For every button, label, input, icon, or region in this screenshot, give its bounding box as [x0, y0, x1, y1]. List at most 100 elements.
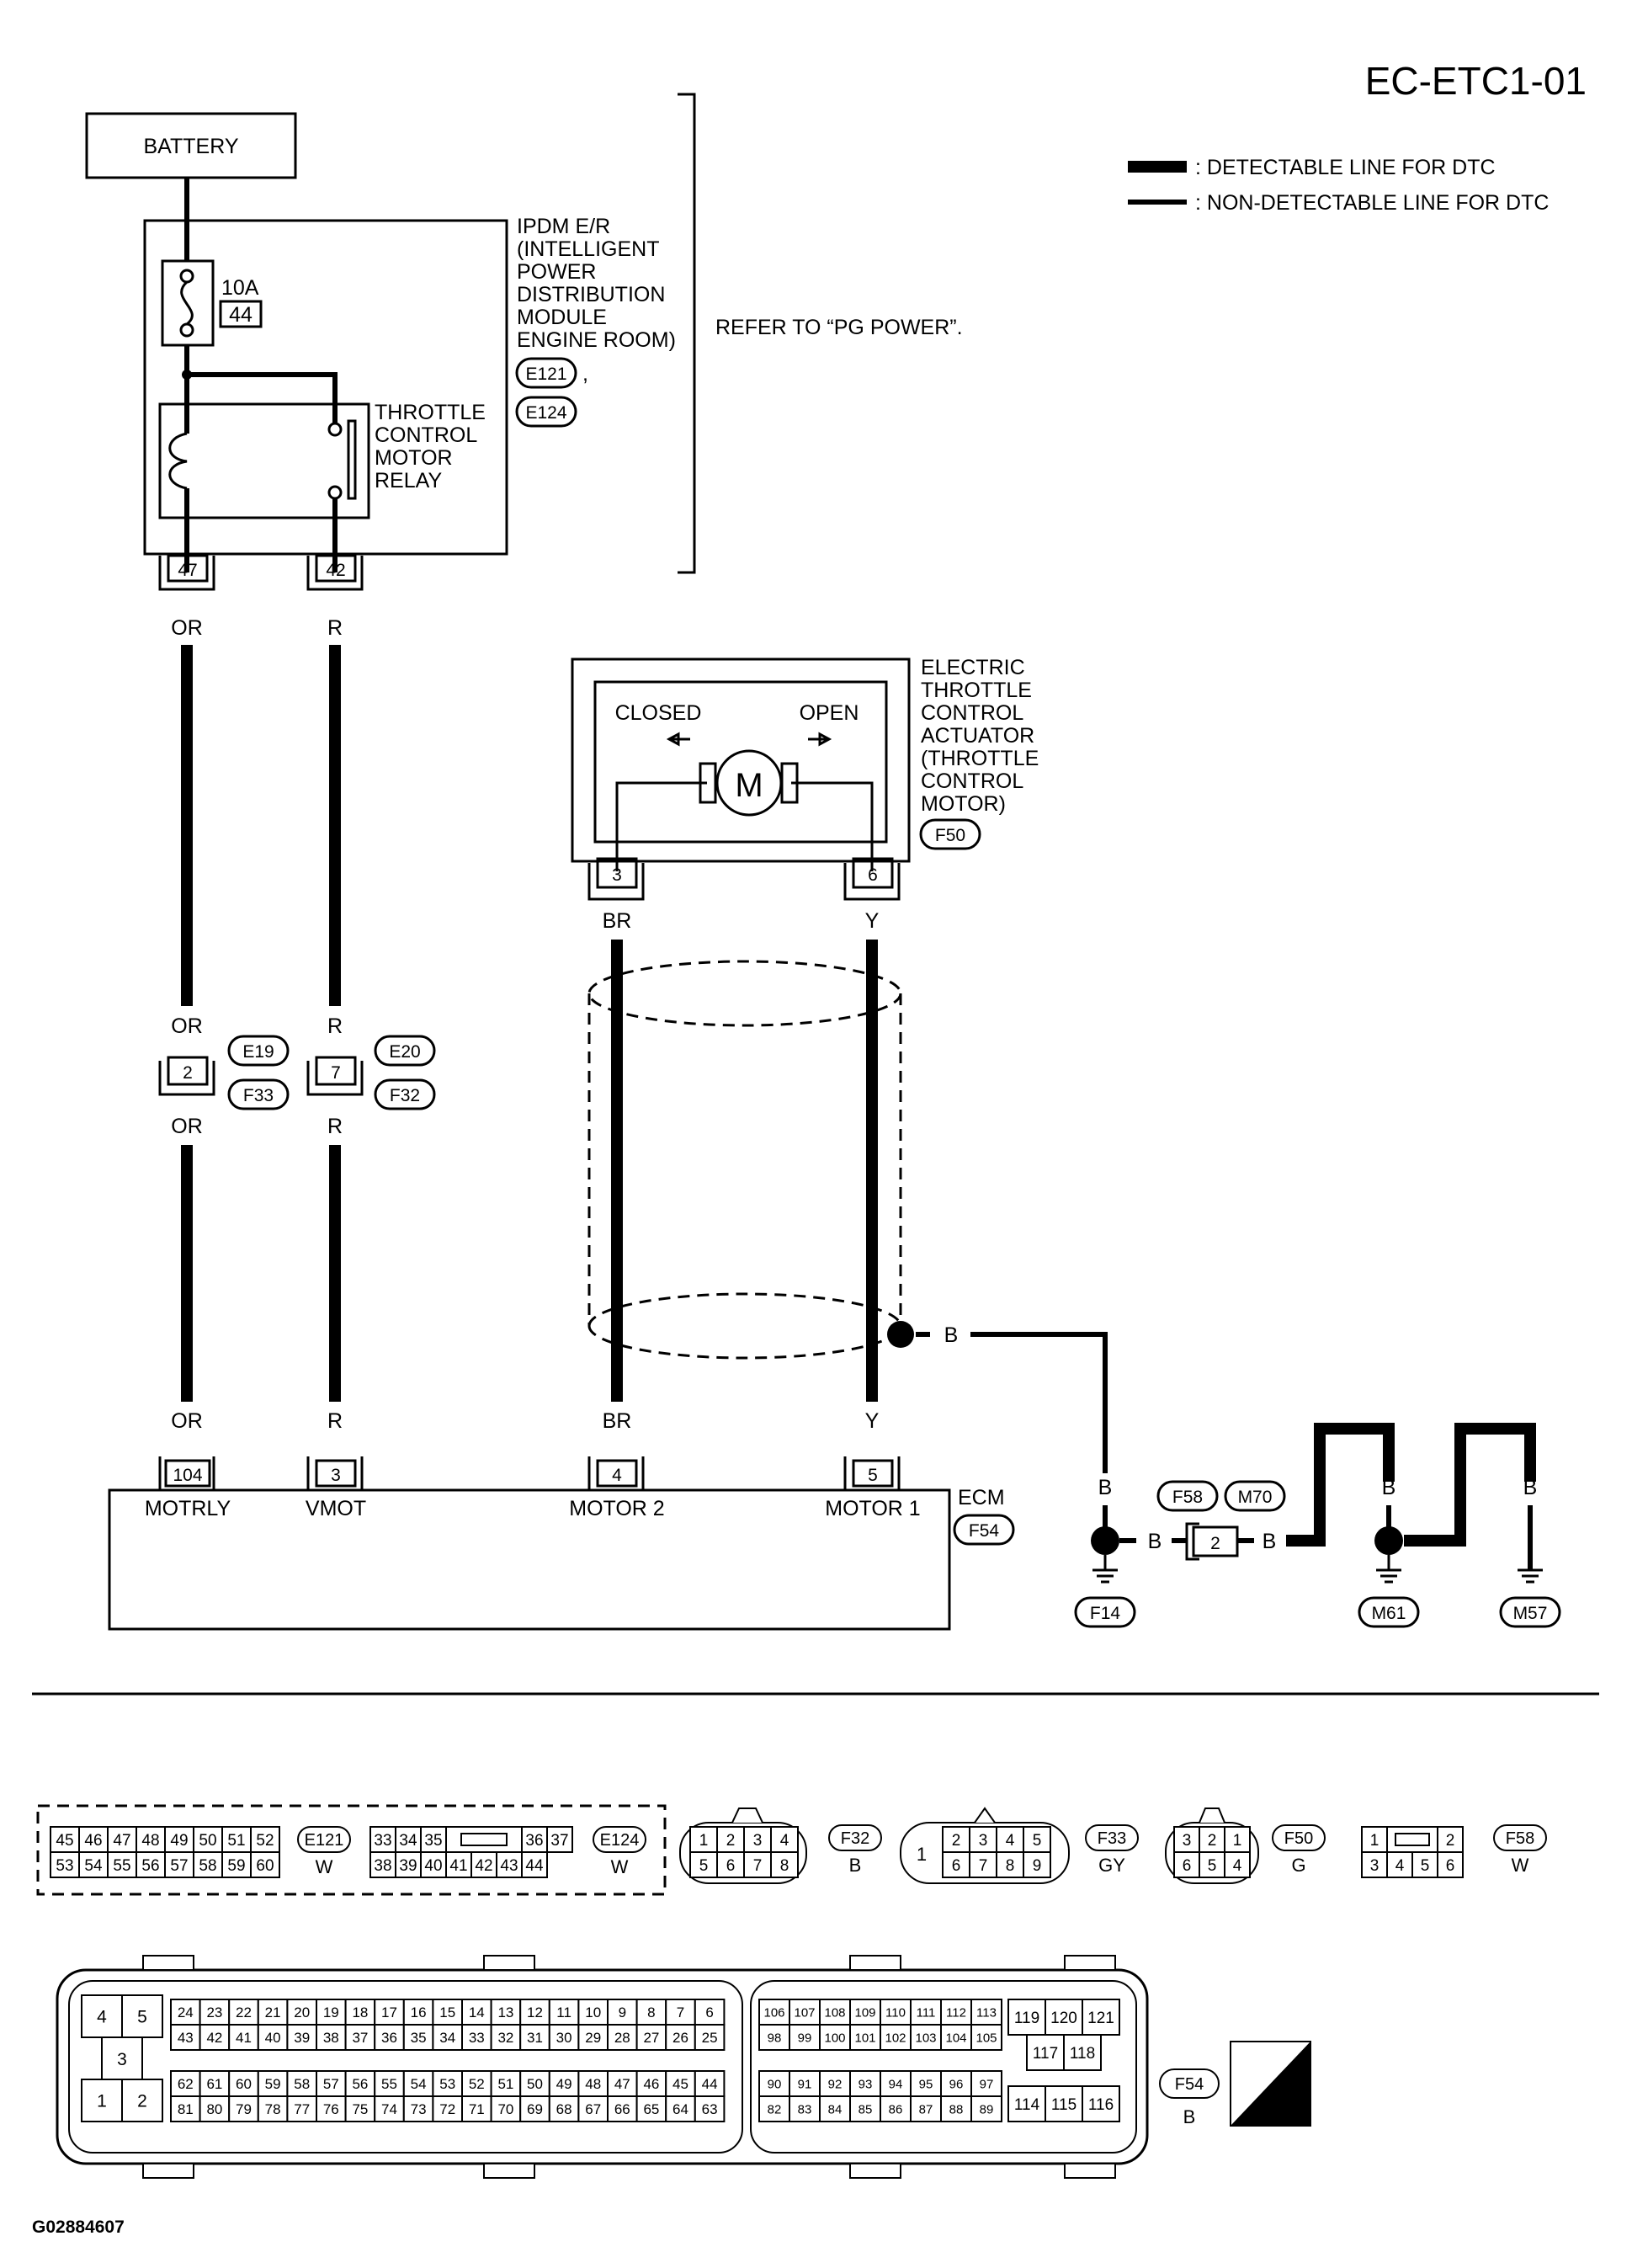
f54-cell — [519, 2095, 550, 2122]
ipdm-connector-group — [36, 1804, 667, 1896]
fuse-icon — [180, 280, 194, 326]
ipdm-box — [143, 219, 508, 556]
e121-cell — [193, 1851, 223, 1878]
f54-cell — [694, 2070, 726, 2097]
f33-cell — [1023, 1851, 1051, 1878]
relay-label-3: MOTOR — [375, 446, 453, 470]
f54-pin-label: 34 — [439, 2030, 455, 2046]
shield-drain-wire — [970, 1332, 1108, 1473]
f54-pin-label: 76 — [323, 2101, 339, 2117]
connector-tag-e20 — [374, 1035, 436, 1067]
f33-pin-label: 7 — [979, 1857, 988, 1875]
actuator-label-3: CONTROL — [921, 701, 1023, 725]
e124-pin-label: 33 — [374, 1832, 391, 1850]
wire-color-or-2: OR — [171, 1014, 203, 1038]
ecm-pin-frame-104 — [158, 1456, 215, 1492]
f32-pin-label: 7 — [753, 1857, 763, 1875]
f54-cell — [257, 2095, 289, 2122]
f54-cell — [374, 2024, 405, 2051]
f54-pin-label: 53 — [439, 2076, 455, 2092]
e121-pin-label: 58 — [199, 1857, 216, 1875]
f33-pin-label: 8 — [1006, 1857, 1015, 1875]
f54-cell — [1063, 2034, 1102, 2071]
f54-cell — [286, 2095, 317, 2122]
fuse-rating: 10A — [221, 276, 259, 300]
f54-cell — [880, 2095, 912, 2122]
actuator-label-2: THROTTLE — [921, 679, 1032, 702]
wire-color-br-1: BR — [603, 909, 632, 933]
ipdm-label-1: IPDM E/R — [517, 215, 610, 238]
f54-cell — [548, 2095, 580, 2122]
e121-cell — [50, 1851, 80, 1878]
f58-pin: 2 — [1210, 1534, 1220, 1553]
actuator-closed-label: CLOSED — [615, 701, 702, 725]
f54-cell — [199, 2095, 231, 2122]
connector-tag-f50-label: F50 — [935, 826, 965, 845]
f33-cell — [969, 1826, 997, 1853]
connector-tag — [828, 1824, 882, 1851]
f58-pin-label: 1 — [1370, 1832, 1379, 1850]
wire-color-y-2: Y — [865, 1409, 880, 1433]
ipdm-label-2: (INTELLIGENT — [517, 237, 659, 261]
f54-pin-label: 62 — [178, 2076, 194, 2092]
e121-pin-label: 47 — [113, 1832, 130, 1850]
f54-cell — [577, 2024, 609, 2051]
f54-cell — [316, 2024, 347, 2051]
f54-cell — [940, 2095, 972, 2122]
f54-pin-label: 79 — [236, 2101, 252, 2117]
relay-label-2: CONTROL — [375, 423, 477, 447]
f33-cell — [996, 1826, 1024, 1853]
connector-tag-label: F50 — [1284, 1829, 1313, 1848]
connector-tag-e124-label: E124 — [525, 403, 566, 423]
f54-pin-label: 111 — [917, 2005, 936, 2020]
f54-cell — [228, 1999, 259, 2026]
f54-pin-label: 32 — [497, 2030, 513, 2046]
e121-cell — [50, 1826, 80, 1853]
f54-pin-label: 61 — [206, 2076, 222, 2092]
f54-pin-label: 113 — [976, 2005, 997, 2020]
f54-pin-label: 105 — [975, 2031, 997, 2045]
ecm-pin-name-vmot: VMOT — [306, 1497, 366, 1520]
ipdm-connector-separator: , — [582, 362, 588, 386]
ecm-pin-name-motrly: MOTRLY — [145, 1497, 231, 1520]
f54-pin-label: 108 — [824, 2005, 845, 2020]
actuator-pin-frame-3 — [587, 863, 645, 901]
f54-pin-label: 117 — [1033, 2045, 1058, 2063]
relay-switch-feed — [187, 372, 338, 425]
e121-cell — [164, 1851, 194, 1878]
e121-cell — [164, 1826, 194, 1853]
f54-pin-label: 38 — [323, 2030, 339, 2046]
f58-key-slot — [1395, 1833, 1430, 1846]
ecm-pin-box-5 — [852, 1459, 894, 1488]
connector-tag — [297, 1826, 351, 1853]
e121-cell — [136, 1851, 166, 1878]
f54-pin-label: 14 — [469, 2004, 485, 2020]
joint-frame-left — [158, 1061, 215, 1096]
wire-color-r-1: R — [327, 616, 343, 640]
f54-pin-label: 104 — [945, 2031, 966, 2045]
f54-pin-label: 37 — [352, 2030, 368, 2046]
e124-cell — [546, 1826, 573, 1853]
f54-pin-label: 59 — [265, 2076, 281, 2092]
ecm-pin-box-104 — [164, 1459, 211, 1488]
f58-pin-label: 3 — [1370, 1857, 1379, 1875]
f50-latch — [1199, 1807, 1225, 1823]
e124-pin-label: 42 — [475, 1857, 492, 1875]
f54-cell — [789, 2095, 821, 2122]
e121-pin-label: 54 — [84, 1857, 103, 1875]
f54-cell — [694, 2024, 726, 2051]
e124-pin-label: 37 — [550, 1832, 568, 1850]
f54-pin-label: 94 — [889, 2077, 903, 2091]
f54-cell — [461, 2095, 492, 2122]
f54-pin-label: 92 — [828, 2077, 843, 2091]
connector-tag-m70-label: M70 — [1238, 1488, 1273, 1507]
connector-color-label: W — [611, 1856, 629, 1877]
f54-latch-bottom — [142, 2163, 194, 2179]
motor-wires: BR Y BR Y B — [587, 909, 1108, 1473]
f54-cell — [1045, 2085, 1083, 2122]
joint-pin-box-right — [315, 1056, 357, 1086]
